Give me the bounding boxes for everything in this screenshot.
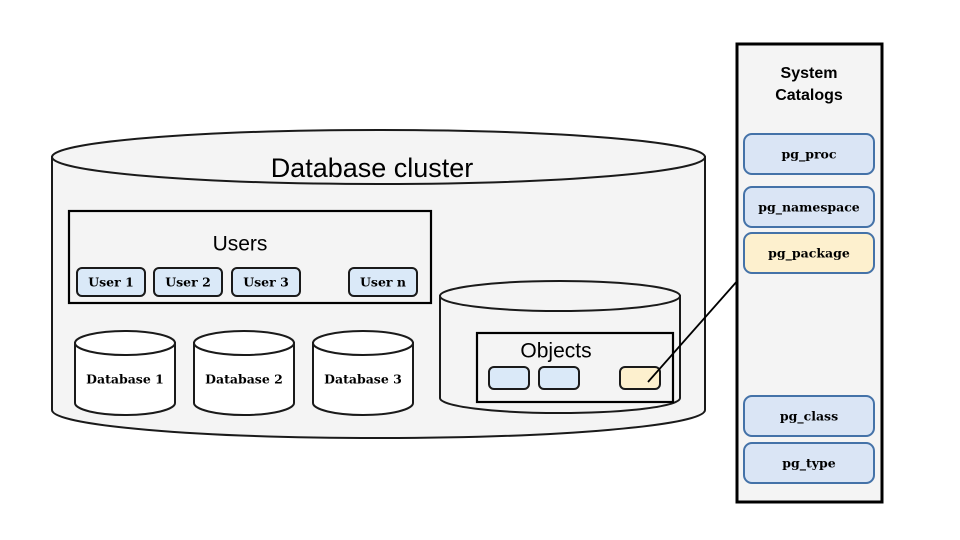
catalog-item-pg_proc-label: pg_proc xyxy=(781,147,836,163)
catalog-item-pg_type[interactable]: pg_type xyxy=(743,442,875,484)
catalog-item-pg_package-label: pg_package xyxy=(768,246,850,262)
database-cylinder-1-label: Database 1 xyxy=(86,372,164,387)
catalog-item-pg_type-label: pg_type xyxy=(782,456,836,472)
catalog-item-pg_namespace[interactable]: pg_namespace xyxy=(743,186,875,228)
objects-item-1[interactable] xyxy=(488,366,530,390)
user-box-3[interactable]: User 3 xyxy=(231,267,301,297)
user-box-2-label: User 2 xyxy=(165,275,211,290)
users-section-label: Users xyxy=(213,233,268,256)
user-box-1-label: User 1 xyxy=(88,275,134,290)
database-cylinder-3-label: Database 3 xyxy=(324,372,402,387)
database-cylinder-1[interactable]: Database 1 xyxy=(74,330,176,416)
catalog-item-pg_proc[interactable]: pg_proc xyxy=(743,133,875,175)
user-box-3-label: User 3 xyxy=(243,275,289,290)
user-box-n-label: User n xyxy=(360,275,406,290)
catalog-item-pg_class-label: pg_class xyxy=(780,409,838,425)
database-cylinder-2-label: Database 2 xyxy=(205,372,283,387)
database-cylinder-3[interactable]: Database 3 xyxy=(312,330,414,416)
database-cylinder-2[interactable]: Database 2 xyxy=(193,330,295,416)
user-box-2[interactable]: User 2 xyxy=(153,267,223,297)
objects-item-3[interactable] xyxy=(619,366,661,390)
system-catalogs-title-line2: Catalogs xyxy=(775,87,843,104)
catalog-item-pg_package[interactable]: pg_package xyxy=(743,232,875,274)
objects-label: Objects xyxy=(520,340,591,363)
objects-item-2[interactable] xyxy=(538,366,580,390)
catalog-item-pg_namespace-label: pg_namespace xyxy=(758,200,860,216)
system-catalogs-title-line1: System xyxy=(781,65,838,82)
catalog-item-pg_class[interactable]: pg_class xyxy=(743,395,875,437)
user-box-n[interactable]: User n xyxy=(348,267,418,297)
cluster-title: Database cluster xyxy=(271,153,474,183)
user-box-1[interactable]: User 1 xyxy=(76,267,146,297)
